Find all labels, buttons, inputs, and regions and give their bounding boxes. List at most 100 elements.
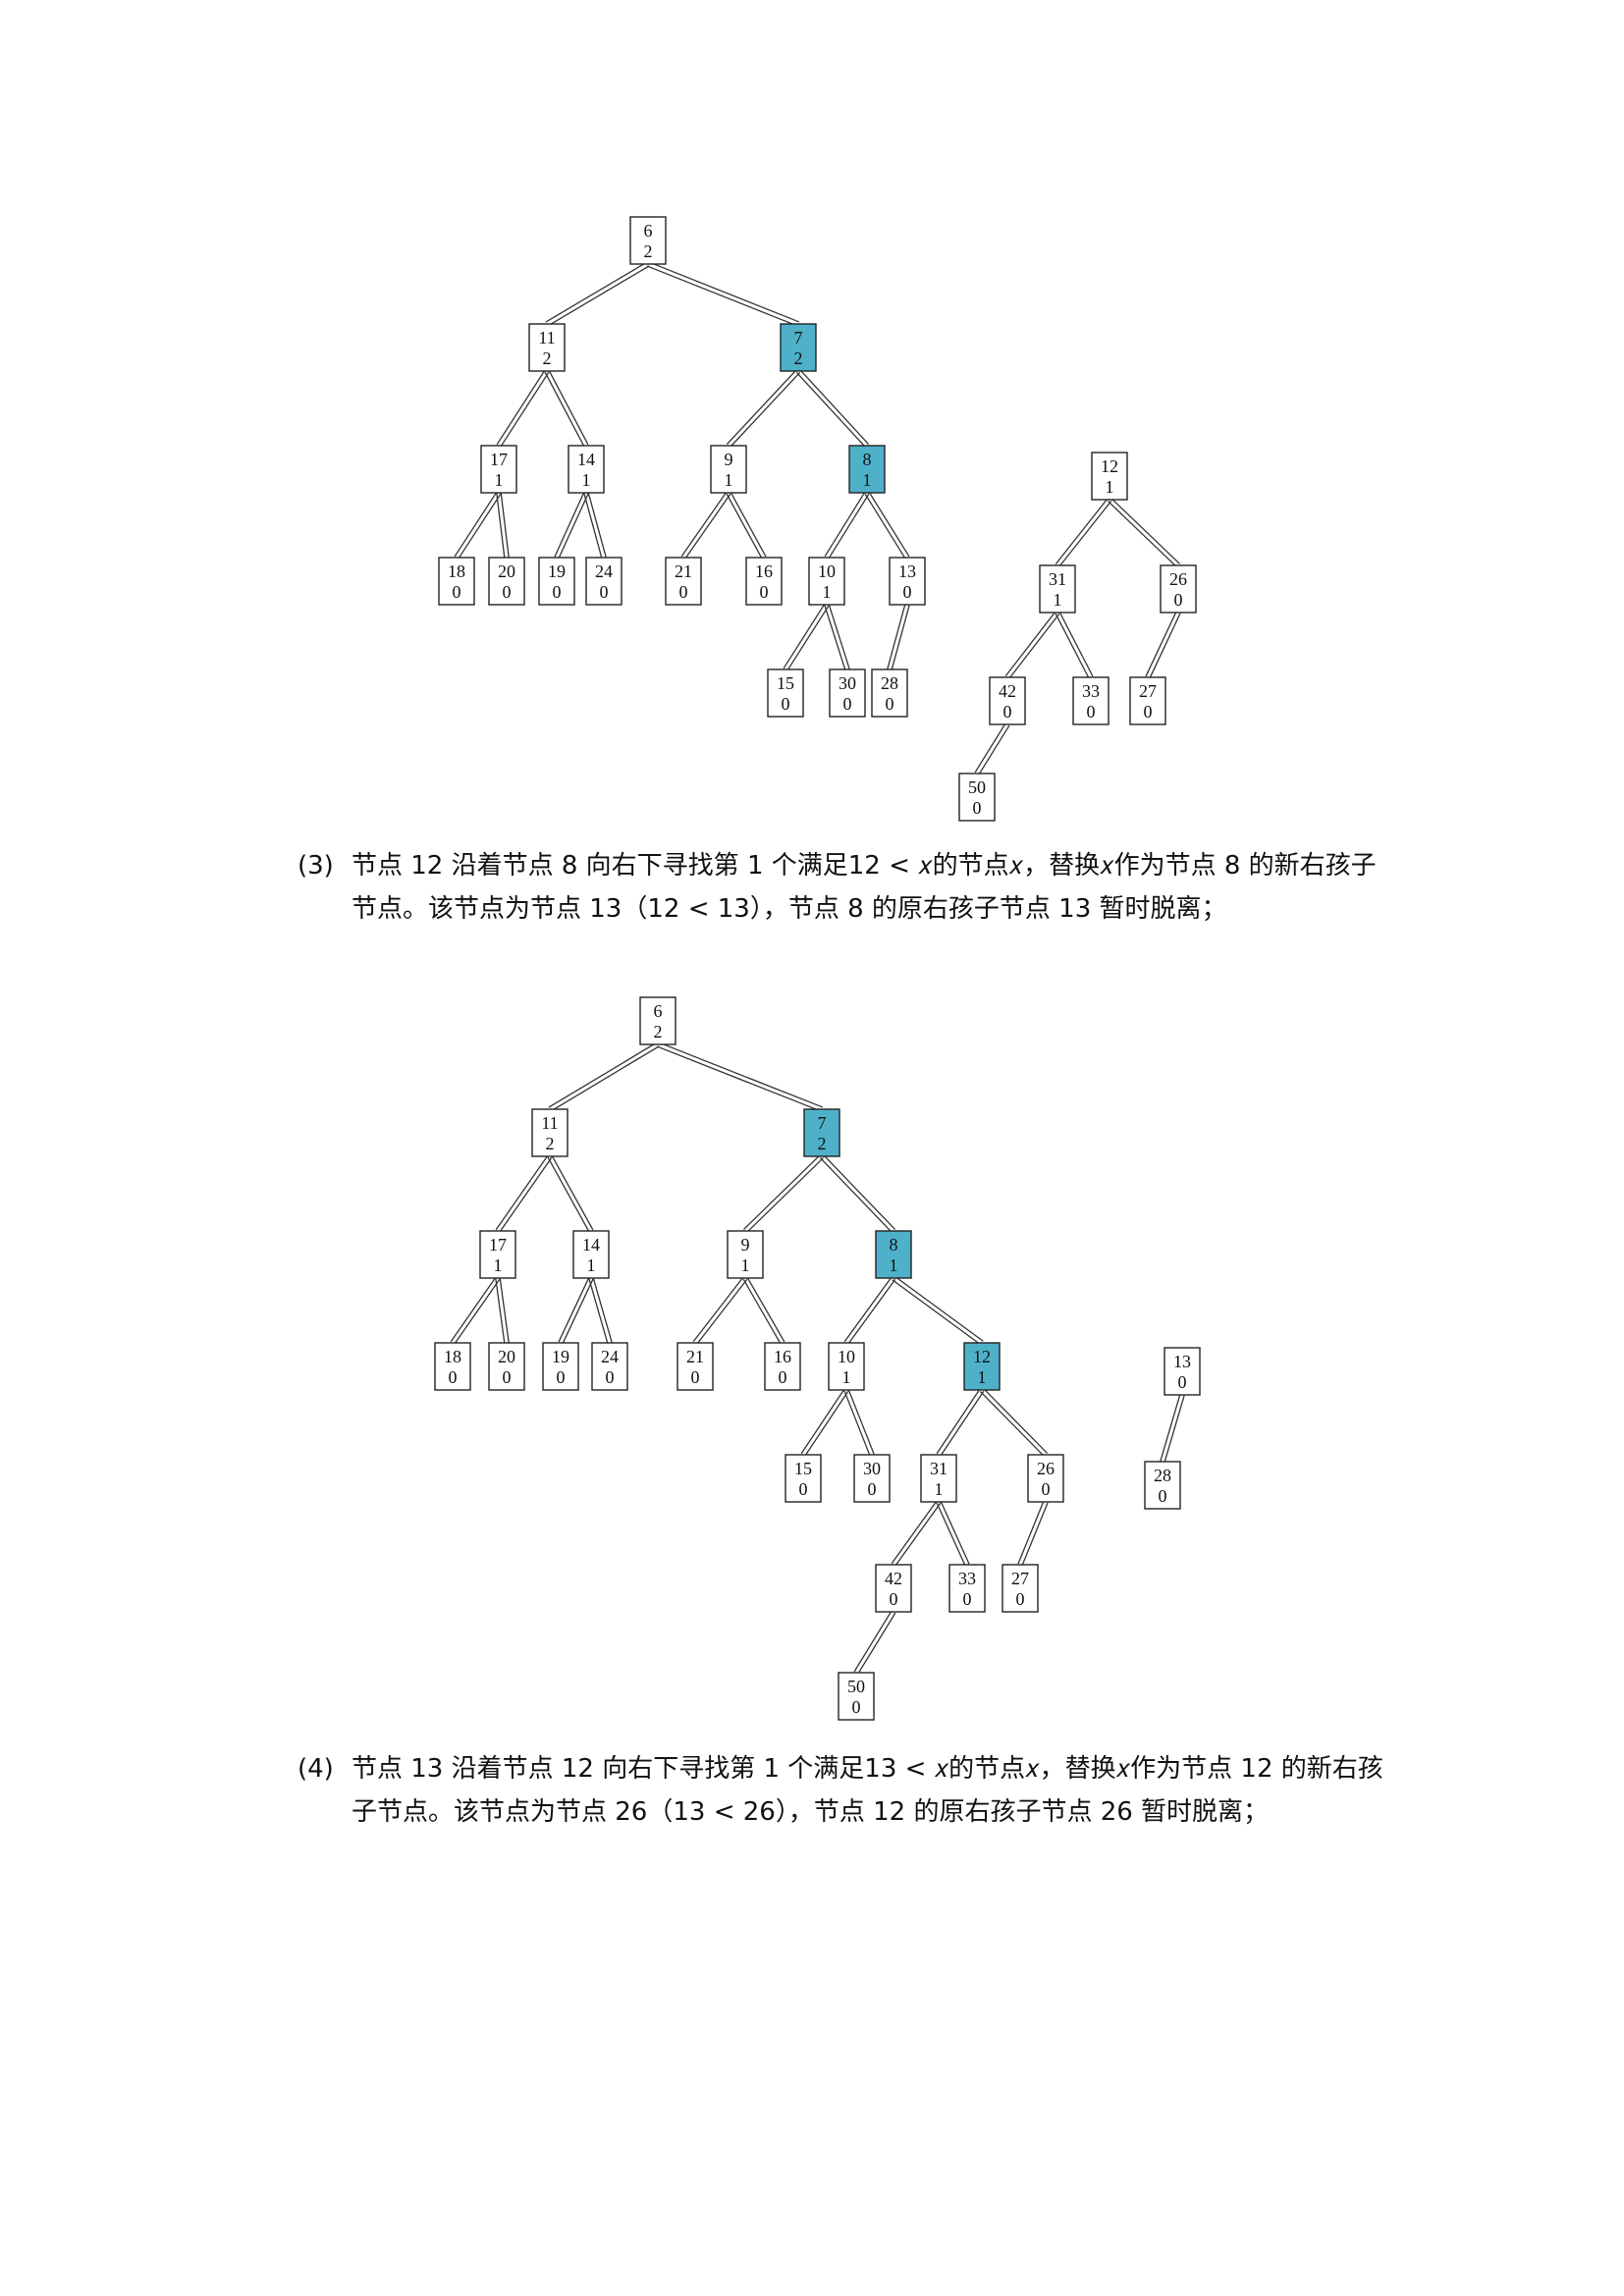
tree1-node-11-dist: 2 xyxy=(543,348,552,368)
tree2-edge-10-30 xyxy=(843,1388,875,1457)
tree2-node-15-key: 15 xyxy=(794,1459,812,1478)
tree2-node-16-key: 16 xyxy=(774,1347,791,1366)
tree1-edge-26-27 xyxy=(1145,611,1181,679)
tree1-node-30-dist: 0 xyxy=(843,694,852,714)
tree1-edge-13-28 xyxy=(887,604,910,670)
tree2-node-21-dist: 0 xyxy=(691,1367,700,1387)
tree2-node-17-dist: 1 xyxy=(494,1255,503,1275)
tree1-edge-14-24 xyxy=(583,492,607,559)
tree2-node-42-key: 42 xyxy=(885,1569,902,1588)
tree1-node-17-key: 17 xyxy=(490,450,508,469)
tree1-node-18: 180 xyxy=(438,557,475,606)
tree2-node-10: 101 xyxy=(828,1342,865,1391)
tree2-node-9-dist: 1 xyxy=(741,1255,750,1275)
tree1-edge-11-14 xyxy=(544,369,589,448)
step-3-number: (3) xyxy=(298,851,334,881)
tree1-edge-12-31 xyxy=(1055,498,1112,567)
tree2-node-14-dist: 1 xyxy=(587,1255,596,1275)
step-4-paragraph: (4) 节点 13 沿着节点 12 向右下寻找第 1 个满足13 < 𝑥的节点𝑥… xyxy=(298,1747,1387,1834)
tree1-node-20-dist: 0 xyxy=(503,582,512,602)
tree2-node-30-key: 30 xyxy=(863,1459,881,1478)
tree1-node-42: 420 xyxy=(989,676,1026,725)
tree2-edge-42-50 xyxy=(853,1610,896,1675)
tree2-edge-13-28 xyxy=(1160,1394,1185,1463)
tree1-node-21-dist: 0 xyxy=(679,582,688,602)
tree1-node-13: 130 xyxy=(889,557,926,606)
tree1-edge-12-26 xyxy=(1108,497,1180,568)
tree2-node-50: 500 xyxy=(838,1672,875,1721)
tree1-node-24-dist: 0 xyxy=(600,582,609,602)
tree1-node-11-key: 11 xyxy=(538,328,555,347)
tree2-node-21: 210 xyxy=(677,1342,714,1391)
tree2-node-8: 81 xyxy=(875,1230,912,1279)
tree1-node-21-key: 21 xyxy=(675,561,692,581)
step-4-text: 节点 13 沿着节点 12 向右下寻找第 1 个满足13 < 𝑥的节点𝑥，替换𝑥… xyxy=(352,1754,1383,1827)
tree1-node-18-key: 18 xyxy=(448,561,465,581)
tree1-node-13-dist: 0 xyxy=(903,582,912,602)
tree2-node-24-dist: 0 xyxy=(606,1367,615,1387)
tree1-edge-9-16 xyxy=(726,491,767,560)
tree2-node-6-dist: 2 xyxy=(654,1022,663,1041)
tree1-node-31: 311 xyxy=(1039,564,1076,614)
tree2-node-19-dist: 0 xyxy=(557,1367,566,1387)
tree2-node-11: 112 xyxy=(531,1108,568,1157)
tree2-node-18: 180 xyxy=(434,1342,471,1391)
tree2-node-11-key: 11 xyxy=(541,1113,558,1133)
tree2-node-18-dist: 0 xyxy=(449,1367,458,1387)
tree2-node-50-key: 50 xyxy=(847,1677,865,1696)
tree1-edge-7-9 xyxy=(726,369,801,448)
tree2-node-11-dist: 2 xyxy=(546,1134,555,1153)
tree1-node-28-dist: 0 xyxy=(886,694,894,714)
tree1-node-19-dist: 0 xyxy=(553,582,562,602)
tree2-node-20: 200 xyxy=(488,1342,525,1391)
tree1-edge-17-20 xyxy=(496,492,510,559)
tree2-node-27-dist: 0 xyxy=(1016,1589,1025,1609)
tree1-node-15-dist: 0 xyxy=(782,694,790,714)
tree2-node-20-dist: 0 xyxy=(503,1367,512,1387)
tree1-node-28-key: 28 xyxy=(881,673,898,693)
tree2-node-9: 91 xyxy=(727,1230,764,1279)
tree2-node-42: 420 xyxy=(875,1564,912,1613)
tree1-node-30-key: 30 xyxy=(839,673,856,693)
tree1-edge-31-42 xyxy=(1004,611,1060,679)
leftist-tree-diagram-after: 6211272171141918118020019024021016010112… xyxy=(434,996,1201,1721)
tree2-node-18-key: 18 xyxy=(444,1347,461,1366)
tree1-node-42-dist: 0 xyxy=(1003,702,1012,721)
tree2-node-19: 190 xyxy=(542,1342,579,1391)
tree2-edge-31-42 xyxy=(891,1500,942,1567)
tree2-node-33-dist: 0 xyxy=(963,1589,972,1609)
tree2-edge-12-31 xyxy=(936,1388,985,1457)
tree1-node-33-dist: 0 xyxy=(1087,702,1096,721)
tree1-node-8: 81 xyxy=(848,445,886,494)
tree1-node-26-dist: 0 xyxy=(1174,590,1183,610)
tree1-edge-10-30 xyxy=(824,604,850,670)
tree2-node-6-key: 6 xyxy=(654,1001,663,1021)
tree1-node-9: 91 xyxy=(710,445,747,494)
tree1-node-20: 200 xyxy=(488,557,525,606)
tree2-node-42-dist: 0 xyxy=(890,1589,898,1609)
tree1-node-42-key: 42 xyxy=(999,681,1016,701)
tree1-node-7-dist: 2 xyxy=(794,348,803,368)
tree1-edge-42-50 xyxy=(974,722,1010,775)
tree1-node-6-dist: 2 xyxy=(644,241,653,261)
tree1-node-26-key: 26 xyxy=(1169,569,1187,589)
tree2-node-33: 330 xyxy=(948,1564,986,1613)
tree2-node-14: 141 xyxy=(572,1230,610,1279)
tree1-node-31-dist: 1 xyxy=(1054,590,1062,610)
tree2-edge-10-15 xyxy=(800,1388,849,1457)
tree1-node-21: 210 xyxy=(665,557,702,606)
tree1-node-27: 270 xyxy=(1129,676,1166,725)
tree1-node-11: 112 xyxy=(528,323,566,372)
tree2-node-13-key: 13 xyxy=(1173,1352,1191,1371)
tree2-edge-9-21 xyxy=(692,1276,748,1345)
tree1-node-24-key: 24 xyxy=(595,561,613,581)
tree2-edge-8-12 xyxy=(892,1275,984,1346)
tree1-node-8-key: 8 xyxy=(863,450,872,469)
tree1-node-24: 240 xyxy=(585,557,623,606)
tree1-edge-6-11 xyxy=(545,261,650,327)
tree2-edge-9-16 xyxy=(742,1276,785,1345)
tree2-edge-17-18 xyxy=(450,1276,501,1345)
tree1-node-16: 160 xyxy=(745,557,783,606)
tree2-node-17-key: 17 xyxy=(489,1235,507,1255)
tree1-edge-17-18 xyxy=(454,491,502,560)
